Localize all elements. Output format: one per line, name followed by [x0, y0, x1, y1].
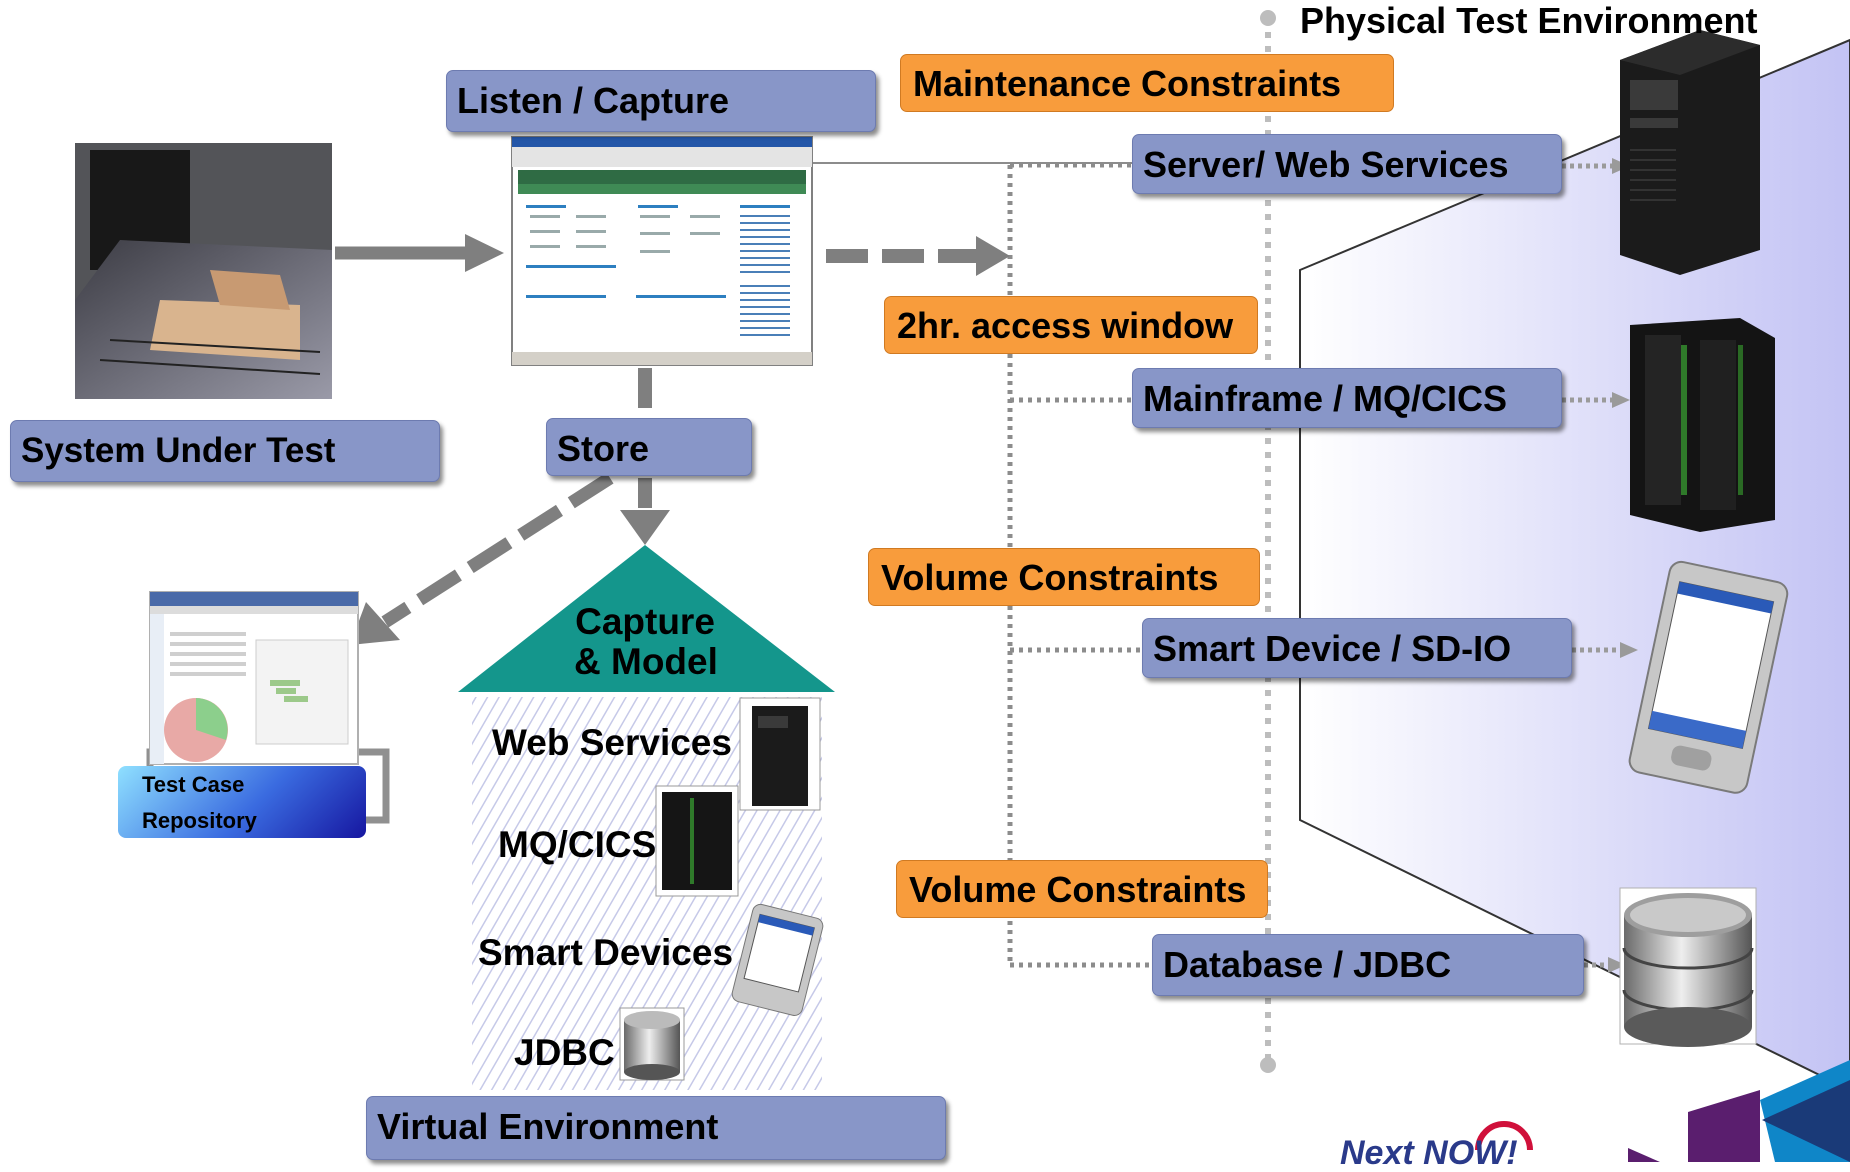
virtual-server-icon [739, 697, 821, 811]
virtual-web-services-label: Web Services [492, 722, 732, 763]
next-now-logo-text: Next NOW! [1340, 1134, 1518, 1172]
listen-capture-label: Listen / Capture [446, 70, 876, 132]
volume-constraints-label-1: Volume Constraints [868, 548, 1260, 606]
separator-bottom-dot [1260, 1057, 1276, 1073]
capture-model-roof [458, 545, 835, 692]
server-tower-image [1620, 30, 1760, 275]
next-now-logo [1475, 1060, 1850, 1162]
virtual-environment-label: Virtual Environment [366, 1096, 946, 1160]
arrow-head-mainframe [1612, 392, 1630, 408]
repository-line2: Repository [142, 808, 257, 833]
database-jdbc-label: Database / JDBC [1152, 934, 1584, 996]
arrow-head-smart [1620, 642, 1638, 658]
maintenance-constraints-label: Maintenance Constraints [900, 54, 1394, 112]
virtual-mq-cics-label: MQ/CICS [498, 824, 657, 865]
capture-to-physical-arrow [826, 236, 1010, 276]
virtual-jdbc-label: JDBC [514, 1032, 615, 1073]
store-down-arrow [620, 368, 670, 545]
server-web-services-label: Server/ Web Services [1132, 134, 1562, 194]
capture-model-line2: & Model [574, 641, 718, 682]
mainframe-image [1630, 318, 1775, 532]
separator-top-dot [1260, 10, 1276, 26]
capture-model-line1: Capture [575, 601, 715, 642]
virtual-smart-devices-label: Smart Devices [478, 932, 734, 973]
arrow-head-database [1608, 957, 1626, 973]
mainframe-mq-cics-label: Mainframe / MQ/CICS [1132, 368, 1562, 428]
smart-device-image [1628, 560, 1789, 794]
device-arrows [1562, 163, 1620, 968]
physical-environment-title: Physical Test Environment [1300, 0, 1758, 41]
volume-constraints-label-2: Volume Constraints [896, 860, 1268, 918]
system-under-test-label: System Under Test [10, 420, 440, 482]
store-label: Store [546, 418, 752, 476]
physical-environment-panel [1299, 38, 1850, 1092]
repository-line1: Test Case [142, 772, 245, 797]
virtual-smart-device-icon [731, 903, 824, 1016]
access-window-label: 2hr. access window [884, 296, 1258, 354]
virtual-mainframe-icon [655, 785, 739, 897]
capture-model-title: Capture & Model [574, 601, 718, 682]
smart-device-sd-io-label: Smart Device / SD-IO [1142, 618, 1572, 678]
store-to-repo-arrow [381, 472, 614, 628]
test-case-repository-label: Test Case Repository [118, 766, 366, 838]
database-image [1619, 887, 1757, 1047]
virtual-database-icon [619, 1007, 685, 1081]
